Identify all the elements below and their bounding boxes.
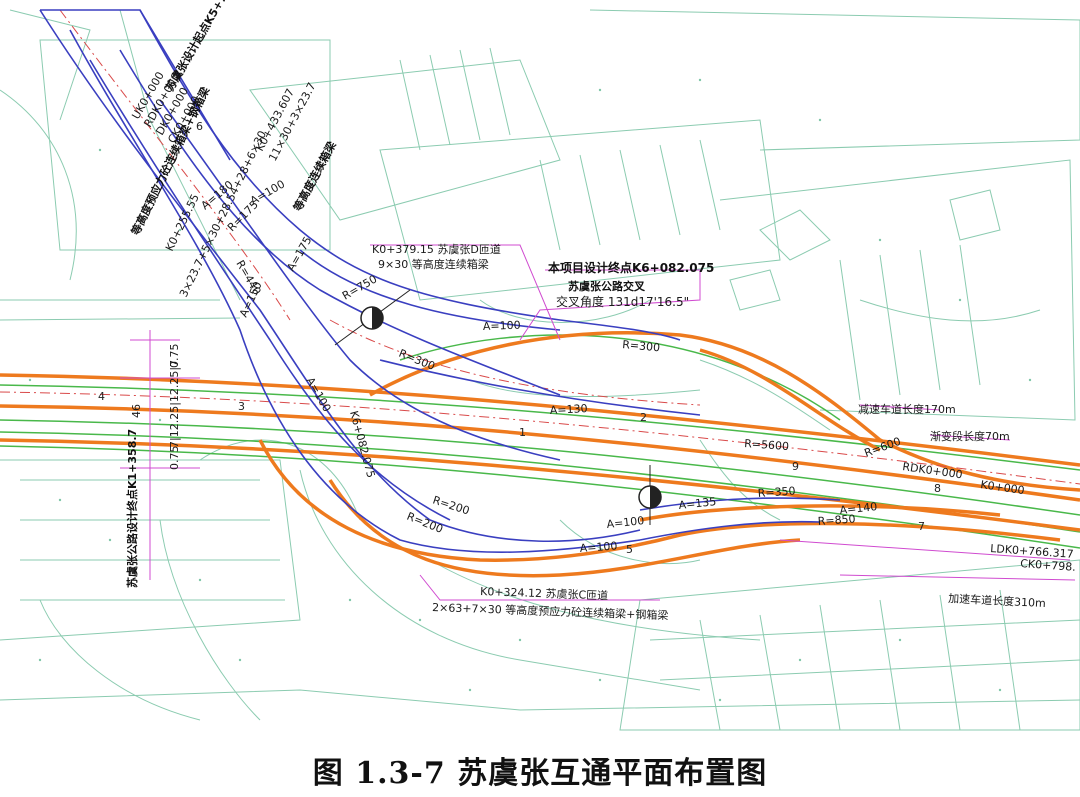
- mainline-green-lines: [0, 334, 1080, 549]
- lane-n2: 2: [640, 411, 647, 424]
- k0-label: K0+000: [980, 478, 1026, 497]
- centerlines: [0, 9, 1080, 485]
- ramp-d-orange-inner: [699, 348, 881, 452]
- terrain-linework: [0, 9, 1080, 731]
- taper-length-label: 渐变段长度70m: [930, 429, 1010, 443]
- a-100-e: A=100: [579, 539, 618, 555]
- lane-n3: 3: [238, 400, 245, 413]
- mainline-station-label: 苏虞张公路设计终点K1+358.7: [125, 429, 139, 588]
- mainline-center-edge: [0, 404, 1080, 502]
- lane-n7: 7: [918, 520, 925, 533]
- a-135: A=135: [678, 495, 717, 512]
- a-100-a: A=100: [483, 319, 521, 333]
- station-marker-d: [334, 289, 411, 346]
- lane-n6: 6: [196, 120, 203, 133]
- width-0-75-bottom: 0.75: [168, 446, 181, 471]
- ldk0-label: LDK0+766.317: [990, 542, 1074, 561]
- r-850: R=850: [817, 512, 856, 528]
- bridge-c-station: K0+324.12 苏虞张C匝道: [480, 584, 609, 602]
- r-350: R=350: [757, 484, 796, 500]
- ramp-d-orange: [369, 331, 1080, 492]
- cross-section-widths: 0.75 7|12.25|12.25|7 0.75 46: [130, 344, 181, 471]
- mainline-orange-edges: [0, 331, 1080, 578]
- lane-n5: 5: [626, 543, 633, 556]
- lane-n9: 9: [792, 460, 799, 473]
- width-46: 46: [130, 404, 143, 418]
- lane-n4: 4: [98, 390, 105, 403]
- ramp-outlines: [39, 9, 841, 553]
- lane-n8: 8: [934, 482, 941, 495]
- bridge-d-spans: 9×30 等高度连续箱梁: [378, 257, 489, 271]
- lane-numbers: 1 2 3 4 5 6 7 8 9: [98, 120, 941, 556]
- station-marker-c: [638, 465, 662, 525]
- decel-length-label: 减速车道长度170m: [858, 402, 956, 416]
- crossing-label: 苏虞张公路交叉: [568, 279, 646, 293]
- a-130: A=130: [549, 402, 587, 417]
- ramp-c-orange-inner: [639, 504, 1001, 522]
- width-0-75-top: 0.75: [168, 344, 181, 369]
- callout-leaders: [120, 244, 1076, 601]
- drawing-background: [0, 0, 1080, 730]
- r-5600: R=5600: [744, 437, 790, 453]
- a-140: A=140: [839, 500, 878, 517]
- ck0-label: CK0+798.: [1020, 557, 1076, 574]
- design-end-label: 本项目设计终点K6+082.075: [548, 260, 714, 275]
- crossing-angle-label: 交叉角度 131d17'16.5": [556, 294, 689, 309]
- bridge-d-station: K0+379.15 苏虞张D匝道: [372, 242, 501, 256]
- r-300-b: R=300: [622, 338, 661, 354]
- survey-points: [28, 78, 1032, 702]
- ramp-c-orange: [258, 439, 1061, 562]
- figure-caption: 图 1.3-7 苏虞张互通平面布置图: [312, 756, 768, 791]
- ramp-c-orange-outer: [328, 479, 801, 578]
- a-100-d: A=100: [606, 514, 645, 531]
- accel-length-label: 加速车道长度310m: [948, 591, 1046, 610]
- width-stack: 7|12.25|12.25|7: [168, 360, 181, 448]
- lane-n1: 1: [519, 426, 526, 439]
